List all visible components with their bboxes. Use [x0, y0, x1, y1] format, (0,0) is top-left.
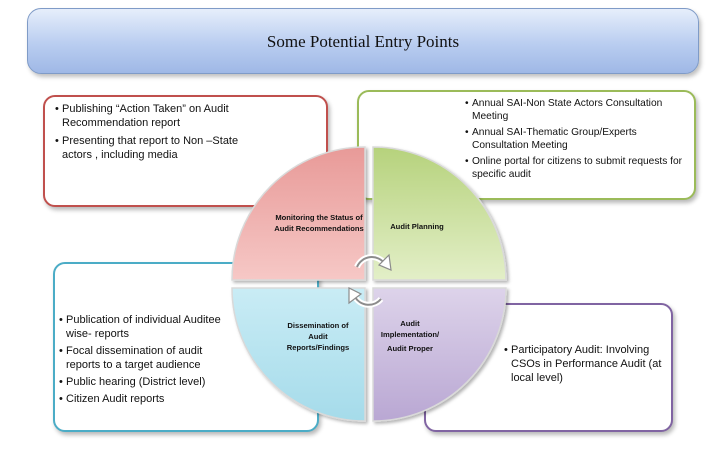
list-item: Participatory Audit: Involving CSOs in P… — [504, 343, 669, 385]
quadrant-monitoring — [231, 146, 366, 281]
list-item: Citizen Audit reports — [59, 392, 235, 406]
list-item: Public hearing (District level) — [59, 375, 235, 389]
page-title: Some Potential Entry Points — [266, 32, 460, 51]
quadrant-label-planning: Audit Planning — [390, 222, 444, 231]
list-item: Annual SAI-Non State Actors Consultation… — [465, 97, 691, 123]
quadrant-label-line: Audit Proper — [387, 344, 433, 353]
quadrant-label-line: Audit — [400, 319, 420, 328]
quadrant-label-implementation: Audit Implementation/ Audit Proper — [372, 318, 448, 354]
monitoring-list: Publishing “Action Taken” on Audit Recom… — [55, 102, 260, 166]
list-item: Publishing “Action Taken” on Audit Recom… — [55, 102, 260, 130]
quadrant-dissemination — [231, 287, 366, 422]
implementation-list: Participatory Audit: Involving CSOs in P… — [504, 343, 669, 385]
list-item: Publication of individual Auditee wise- … — [59, 313, 235, 341]
quadrant-planning — [372, 146, 507, 281]
quadrant-label-monitoring: Monitoring the Status of Audit Recommend… — [274, 213, 364, 233]
cycle-arrows-icon — [348, 253, 392, 308]
title-banner: Some Potential Entry Points — [27, 8, 699, 74]
list-item: Annual SAI-Thematic Group/Experts Consul… — [465, 126, 691, 152]
planning-box: Annual SAI-Non State Actors Consultation… — [357, 90, 696, 200]
list-item: Focal dissemination of audit reports to … — [59, 344, 235, 372]
quadrant-label-line: Implementation/ — [380, 330, 440, 339]
quadrant-implementation — [372, 287, 507, 422]
list-item: Presenting that report to Non –State act… — [55, 134, 260, 162]
dissemination-list: Publication of individual Auditee wise- … — [59, 313, 235, 409]
quadrant-label-dissemination: Dissemination of Audit Reports/Findings — [286, 321, 350, 352]
planning-list: Annual SAI-Non State Actors Consultation… — [465, 97, 691, 184]
list-item: Online portal for citizens to submit req… — [465, 155, 691, 181]
